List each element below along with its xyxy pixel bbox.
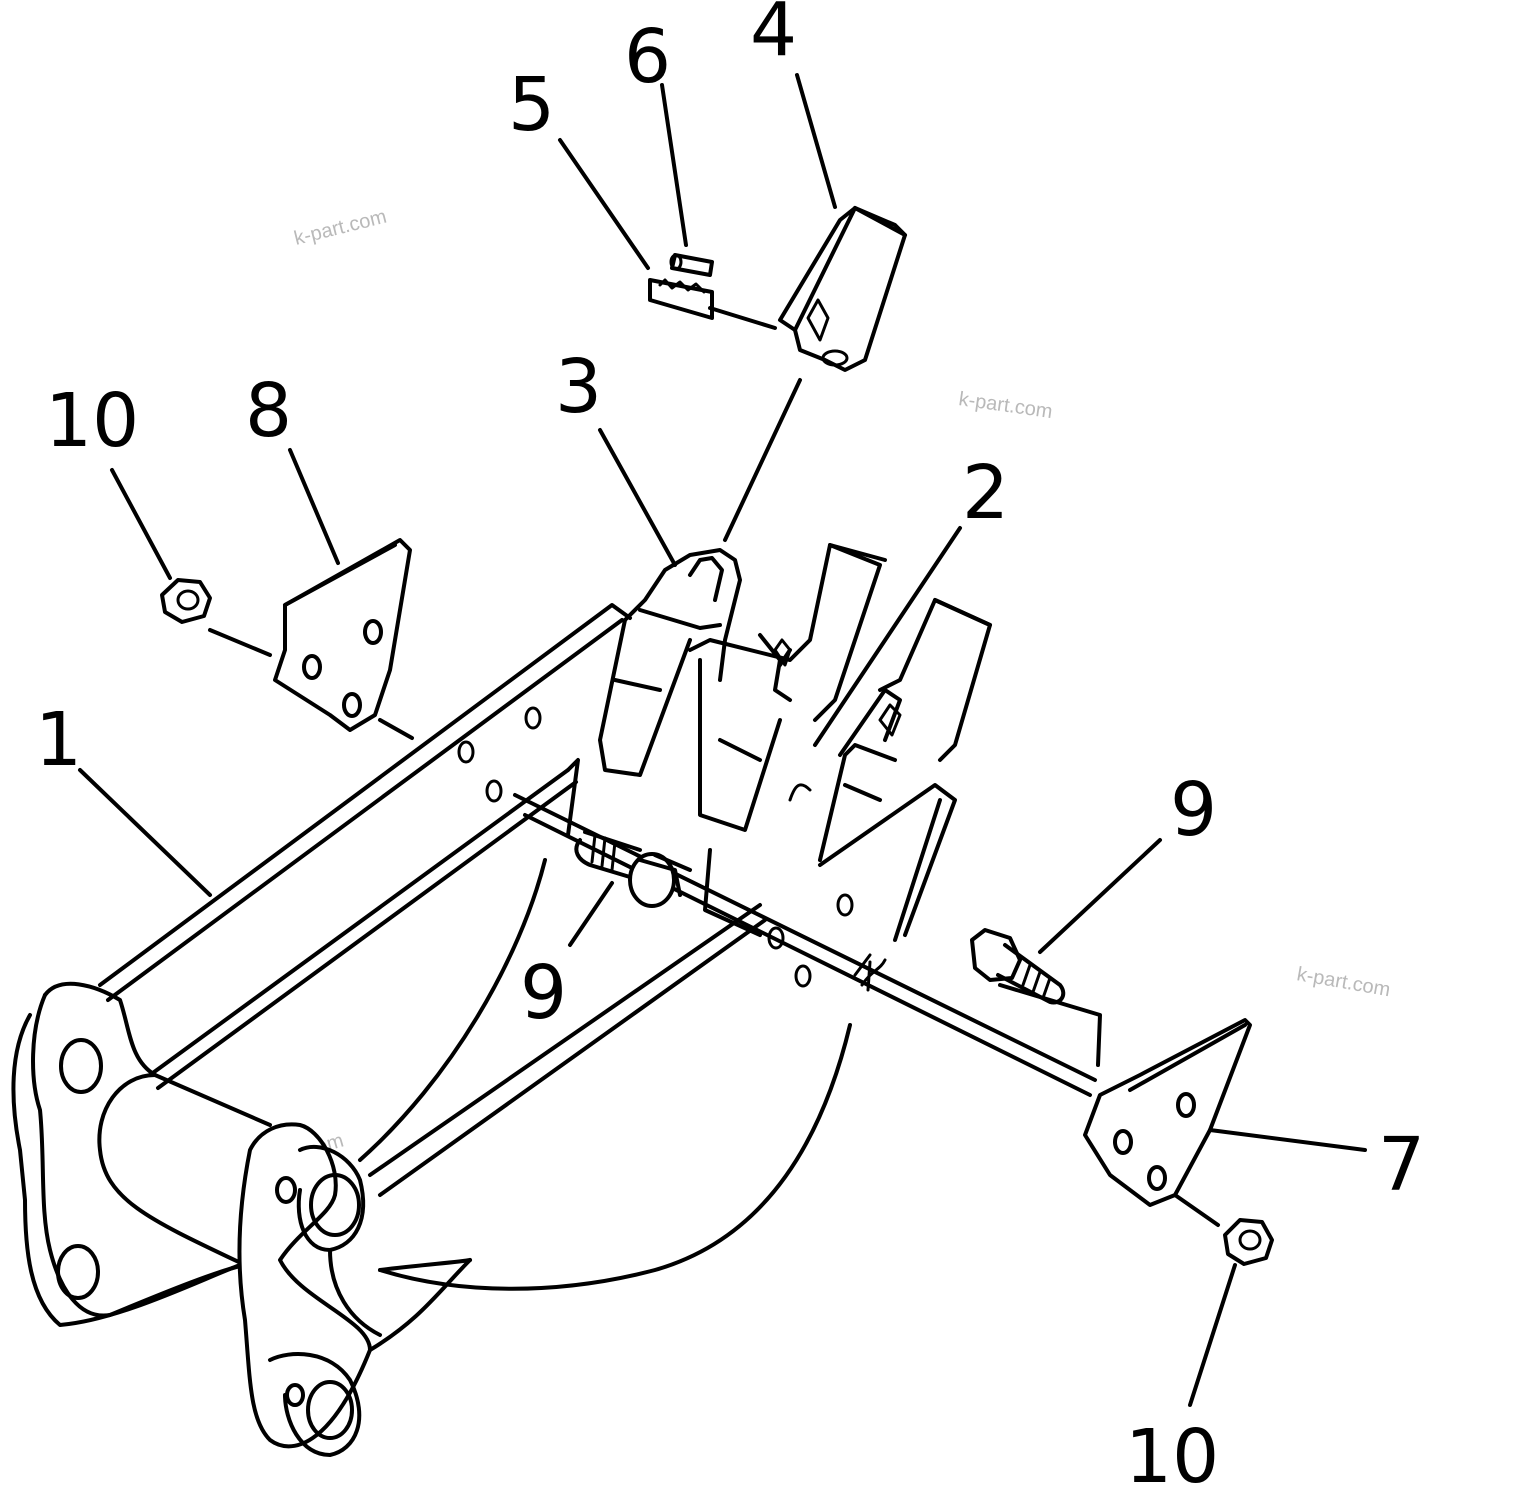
callout-1: 1 [35, 697, 82, 783]
callout-4: 4 [750, 0, 797, 73]
callout-8: 8 [245, 368, 292, 454]
callout-3: 3 [555, 344, 602, 430]
watermark-1: k-part.com [292, 206, 389, 250]
callout-5: 5 [508, 62, 555, 148]
tooth-right [788, 598, 992, 862]
callouts: 1 2 3 4 5 6 7 8 9 9 10 10 [35, 0, 1425, 1488]
nut-left [160, 578, 212, 624]
bucket-body [11, 603, 1097, 1457]
assembly-lines [208, 306, 1220, 1227]
callout-6: 6 [624, 14, 671, 100]
watermark-3: k-part.com [1295, 963, 1392, 1001]
callout-10-right: 10 [1125, 1414, 1219, 1488]
nut-right [1223, 1218, 1274, 1266]
leader-lines [78, 73, 1367, 1407]
watermark-2: k-part.com [957, 388, 1054, 423]
wear-plate [703, 848, 1102, 1067]
adapter-left [598, 548, 742, 777]
side-cutter-left [273, 538, 412, 732]
callout-7: 7 [1378, 1122, 1425, 1208]
pin-and-lock [648, 253, 714, 320]
callout-2: 2 [962, 450, 1009, 536]
tooth-middle [688, 543, 887, 832]
bolt-left [574, 830, 682, 908]
bolt-right [970, 928, 1066, 1005]
callout-10-left: 10 [45, 378, 139, 464]
callout-9-right: 9 [1170, 767, 1217, 853]
side-cutter-right [1083, 1018, 1252, 1207]
callout-9-lower: 9 [520, 950, 567, 1036]
tooth-point [778, 206, 907, 372]
